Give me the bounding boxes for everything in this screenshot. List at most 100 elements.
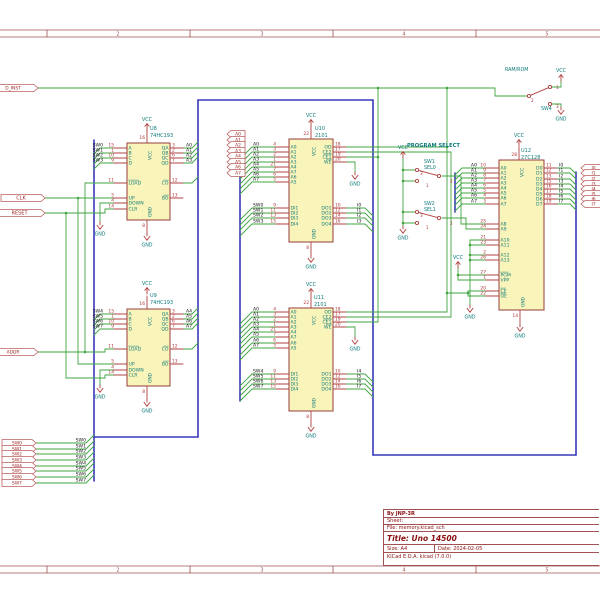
global-label-A7[interactable]: A7 [226,169,246,177]
svg-text:SW5: SW5 [76,466,86,472]
global-label-RESET[interactable]: RESET [0,209,46,217]
svg-text:C: C [129,156,132,162]
svg-text:2: 2 [273,152,276,158]
svg-text:I1: I1 [559,168,563,174]
global-label-CLK[interactable]: CLK [0,194,46,202]
svg-text:I7: I7 [559,199,563,205]
svg-text:A7: A7 [471,199,477,205]
svg-text:SW4: SW4 [12,464,22,470]
power-symbol-gnd: GND [306,423,317,440]
svg-text:A6: A6 [471,193,477,199]
svg-text:A0: A0 [291,145,297,151]
svg-text:A6: A6 [291,175,297,181]
svg-text:VPP: VPP [501,278,510,284]
svg-text:A2: A2 [235,143,241,149]
svg-text:GND: GND [142,409,153,415]
svg-text:5: 5 [273,177,276,183]
svg-text:D5: D5 [536,192,543,198]
svg-text:3: 3 [172,143,175,149]
svg-text:D2: D2 [536,177,543,183]
power-symbol-gnd: GND [556,106,567,123]
component-U11[interactable]: U11210122VCC8GND4A0A03A1A12A2A21A3A321A4… [253,294,361,425]
svg-text:A2: A2 [291,155,297,161]
svg-text:SW5: SW5 [12,469,22,475]
svg-text:A13: A13 [501,258,510,264]
svg-text:4: 4 [483,193,486,199]
svg-text:GND: GND [465,315,476,321]
svg-text:A3: A3 [186,158,192,164]
component-U8[interactable]: U874HC19316VCC8GND15ASW01BSW110CSW29DSW3… [93,126,193,234]
svg-text:DI2: DI2 [291,377,299,383]
svg-text:16: 16 [139,301,145,307]
svg-text:CE1: CE1 [322,320,331,326]
svg-text:VCC: VCC [148,317,154,326]
svg-text:WE: WE [324,325,332,331]
global-label-ADDR[interactable]: ADDR [0,348,39,356]
svg-text:6: 6 [483,183,486,189]
svg-text:SW1: SW1 [93,148,103,154]
svg-text:A7: A7 [253,177,259,183]
svg-text:SW7: SW7 [93,324,103,330]
svg-text:1: 1 [111,148,114,154]
svg-text:4: 4 [273,142,276,148]
svg-text:QD: QD [161,161,169,167]
svg-text:28: 28 [511,152,517,158]
svg-text:U8: U8 [150,126,157,132]
power-symbol-gnd: GND [350,336,361,353]
svg-text:2: 2 [172,314,175,320]
titleblock-tool: KiCad E.D.A. kicad (7.0.0) [387,554,452,560]
svg-text:8: 8 [142,223,145,229]
svg-text:7: 7 [172,158,175,164]
svg-text:DO2: DO2 [321,211,331,217]
svg-text:A3: A3 [471,178,477,184]
svg-text:SW1: SW1 [12,447,22,453]
svg-text:3: 3 [556,104,559,109]
svg-text:A3: A3 [291,160,297,166]
svg-text:I6: I6 [591,197,595,203]
svg-text:U12: U12 [521,148,531,154]
bus-entries [85,141,577,484]
svg-text:5: 5 [111,359,114,365]
svg-text:C: C [129,322,132,328]
svg-text:DO2: DO2 [321,377,331,383]
global-label-D_INST[interactable]: D_INST [0,84,39,92]
svg-text:A0: A0 [235,132,241,138]
svg-text:7: 7 [273,167,276,173]
svg-text:12: 12 [335,208,341,214]
component-U9[interactable]: U974HC19316VCC8GND15ASW41BSW510CSW69DSW7… [93,293,193,400]
svg-text:18: 18 [335,307,341,313]
svg-text:8: 8 [142,389,145,395]
svg-text:SW7: SW7 [76,478,86,484]
svg-text:GND: GND [398,236,409,242]
svg-text:10: 10 [335,369,341,375]
svg-text:GND: GND [148,372,154,383]
svg-text:A8: A8 [501,222,507,228]
svg-text:15: 15 [270,384,276,390]
svg-text:B: B [129,317,132,323]
svg-text:A4: A4 [235,154,241,160]
component-U10[interactable]: U10210122VCC8GND4A0A03A1A12A2A21A3A321A4… [253,125,361,256]
svg-text:18: 18 [335,142,341,148]
svg-text:DI4: DI4 [291,387,299,393]
global-label-I7[interactable]: I7 [580,200,600,208]
svg-text:UP: UP [129,362,135,368]
power-symbol-gnd: GND [398,225,409,242]
svg-text:24: 24 [480,224,486,230]
component-U12[interactable]: U1227C12828VCC14GND10A0A09A1A18A2A27A3A3… [471,146,563,324]
svg-text:VCC: VCC [514,133,525,139]
svg-text:15: 15 [546,179,552,185]
global-label-I1[interactable]: I1 [580,169,600,177]
svg-text:GND: GND [515,334,526,340]
svg-text:GND: GND [312,397,318,408]
power-symbol-gnd: GND [142,232,153,249]
svg-text:CE: CE [501,289,507,295]
power-symbol-gnd: GND [465,304,476,321]
svg-text:2: 2 [172,148,175,154]
svg-text:SW4: SW4 [93,309,103,315]
svg-text:10: 10 [108,319,114,325]
global-label-SW7[interactable]: SW7 [1,479,37,487]
svg-text:DO4: DO4 [321,222,331,228]
